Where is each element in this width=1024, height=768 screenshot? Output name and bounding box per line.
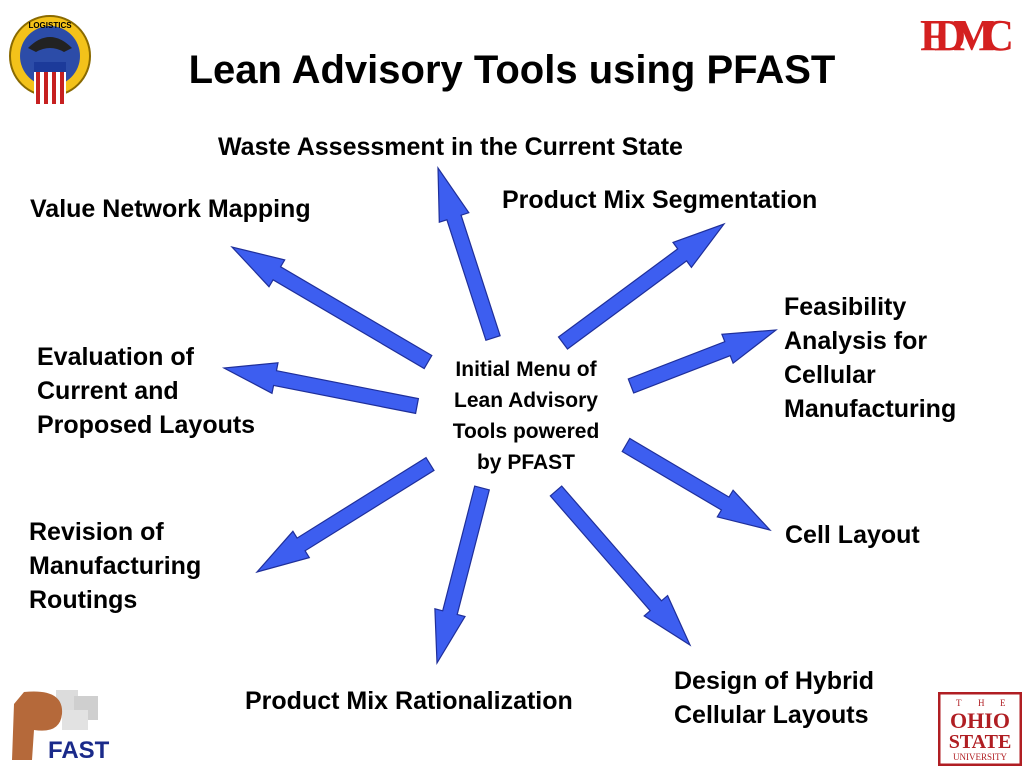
center-line-1: Initial Menu of bbox=[455, 358, 597, 381]
arrow-to-hybrid-layouts bbox=[549, 485, 692, 647]
fdmc-logo-text: FDMC bbox=[920, 11, 1014, 56]
label-waste-assessment: Waste Assessment in the Current State bbox=[218, 130, 683, 164]
label-product-mix-segmentation: Product Mix Segmentation bbox=[502, 183, 817, 217]
osu-state: STATE bbox=[949, 731, 1012, 753]
label-hybrid-line-2: Cellular Layouts bbox=[674, 701, 869, 729]
osu-h: H bbox=[978, 698, 985, 708]
fast-logo: FAST bbox=[12, 690, 110, 764]
label-eval-line-2: Current and bbox=[37, 377, 179, 405]
arrow-to-product-mix-rationalization bbox=[434, 485, 491, 666]
ohio-state-logo: T H E OHIO STATE UNIVERSITY bbox=[938, 692, 1022, 766]
page-title: Lean Advisory Tools using PFAST bbox=[188, 48, 836, 92]
label-feas-line-3: Cellular bbox=[784, 361, 876, 389]
arrow-to-cell-layout bbox=[621, 437, 772, 532]
label-hybrid-line-1: Design of Hybrid bbox=[674, 667, 875, 695]
center-line-2: Lean Advisory bbox=[454, 389, 598, 412]
label-rev-line-2: Manufacturing bbox=[29, 552, 202, 580]
fast-logo-text: FAST bbox=[48, 737, 110, 764]
label-vnm-line-1: Value Network Mapping bbox=[30, 195, 311, 223]
label-product-mix-rationalization: Product Mix Rationalization bbox=[245, 684, 573, 718]
label-feas-line-2: Analysis for bbox=[784, 327, 928, 355]
label-evaluation-layouts: Evaluation of Current and Proposed Layou… bbox=[37, 340, 255, 442]
center-line-3: Tools powered bbox=[452, 420, 600, 443]
osu-ohio: OHIO bbox=[950, 708, 1010, 733]
label-rev-line-3: Routings bbox=[29, 586, 138, 614]
fdmc-logo: FDMC bbox=[920, 11, 1014, 56]
label-waste-line-1: Waste Assessment in the Current State bbox=[218, 133, 683, 161]
svg-text:LOGISTICS: LOGISTICS bbox=[28, 21, 72, 30]
center-line-4: by PFAST bbox=[476, 451, 576, 474]
label-pmr-line-1: Product Mix Rationalization bbox=[245, 687, 573, 715]
center-hub-label: Initial Menu of Lean Advisory Tools powe… bbox=[426, 354, 626, 478]
arrow-to-product-mix-segmentation bbox=[557, 222, 726, 350]
label-feasibility-analysis: Feasibility Analysis for Cellular Manufa… bbox=[784, 290, 956, 426]
arrow-to-feasibility-analysis bbox=[627, 329, 778, 394]
label-hybrid-cellular-layouts: Design of Hybrid Cellular Layouts bbox=[674, 664, 874, 732]
label-feas-line-1: Feasibility bbox=[784, 293, 907, 321]
label-eval-line-3: Proposed Layouts bbox=[37, 411, 256, 439]
arrow-to-value-network-mapping bbox=[230, 245, 433, 370]
label-cell-layout: Cell Layout bbox=[785, 518, 920, 552]
label-eval-line-1: Evaluation of bbox=[37, 343, 194, 371]
osu-t: T bbox=[956, 698, 962, 708]
dla-seal-icon: LOGISTICS bbox=[9, 15, 91, 104]
arrow-to-waste-assessment bbox=[437, 166, 501, 342]
label-feas-line-4: Manufacturing bbox=[784, 395, 957, 423]
label-pms-line-1: Product Mix Segmentation bbox=[502, 186, 818, 214]
label-value-network-mapping: Value Network Mapping bbox=[30, 192, 311, 226]
label-rev-line-1: Revision of bbox=[29, 518, 164, 546]
osu-university: UNIVERSITY bbox=[953, 752, 1007, 762]
label-revision-routings: Revision of Manufacturing Routings bbox=[29, 515, 201, 617]
arrow-to-evaluation-layouts bbox=[221, 362, 420, 415]
arrow-to-revision-routings bbox=[255, 456, 435, 574]
label-cell-line-1: Cell Layout bbox=[785, 521, 920, 549]
osu-e: E bbox=[1000, 698, 1006, 708]
